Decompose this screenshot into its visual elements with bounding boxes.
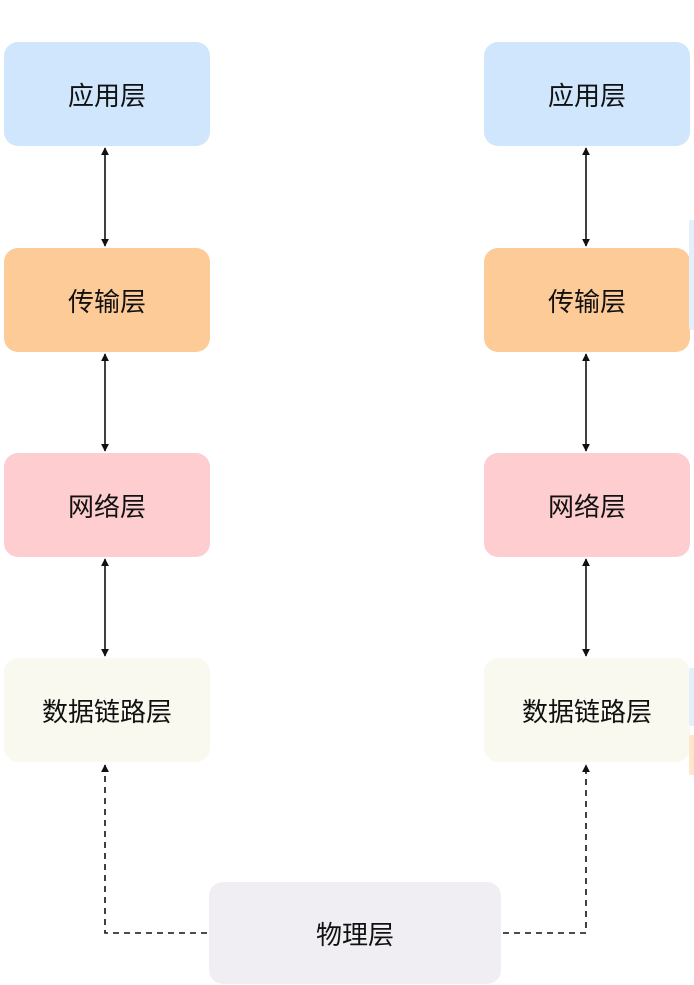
right-application-layer: 应用层 bbox=[484, 42, 690, 146]
left-network-layer: 网络层 bbox=[4, 453, 210, 557]
left-application-layer: 应用层 bbox=[4, 42, 210, 146]
edge-mark-peach bbox=[689, 735, 694, 775]
right-transport-layer: 传输层 bbox=[484, 248, 690, 352]
edge-mark-blue bbox=[689, 220, 694, 330]
dashed-arrow-physical-to-left-datalink bbox=[101, 764, 207, 934]
edge-mark-blue-lower bbox=[689, 668, 694, 726]
physical-layer: 物理层 bbox=[209, 882, 501, 984]
right-network-layer: 网络层 bbox=[484, 453, 690, 557]
left-transport-layer: 传输层 bbox=[4, 248, 210, 352]
dashed-arrow-physical-to-right-datalink bbox=[503, 764, 590, 934]
right-datalink-layer: 数据链路层 bbox=[484, 658, 690, 762]
left-datalink-layer: 数据链路层 bbox=[4, 658, 210, 762]
